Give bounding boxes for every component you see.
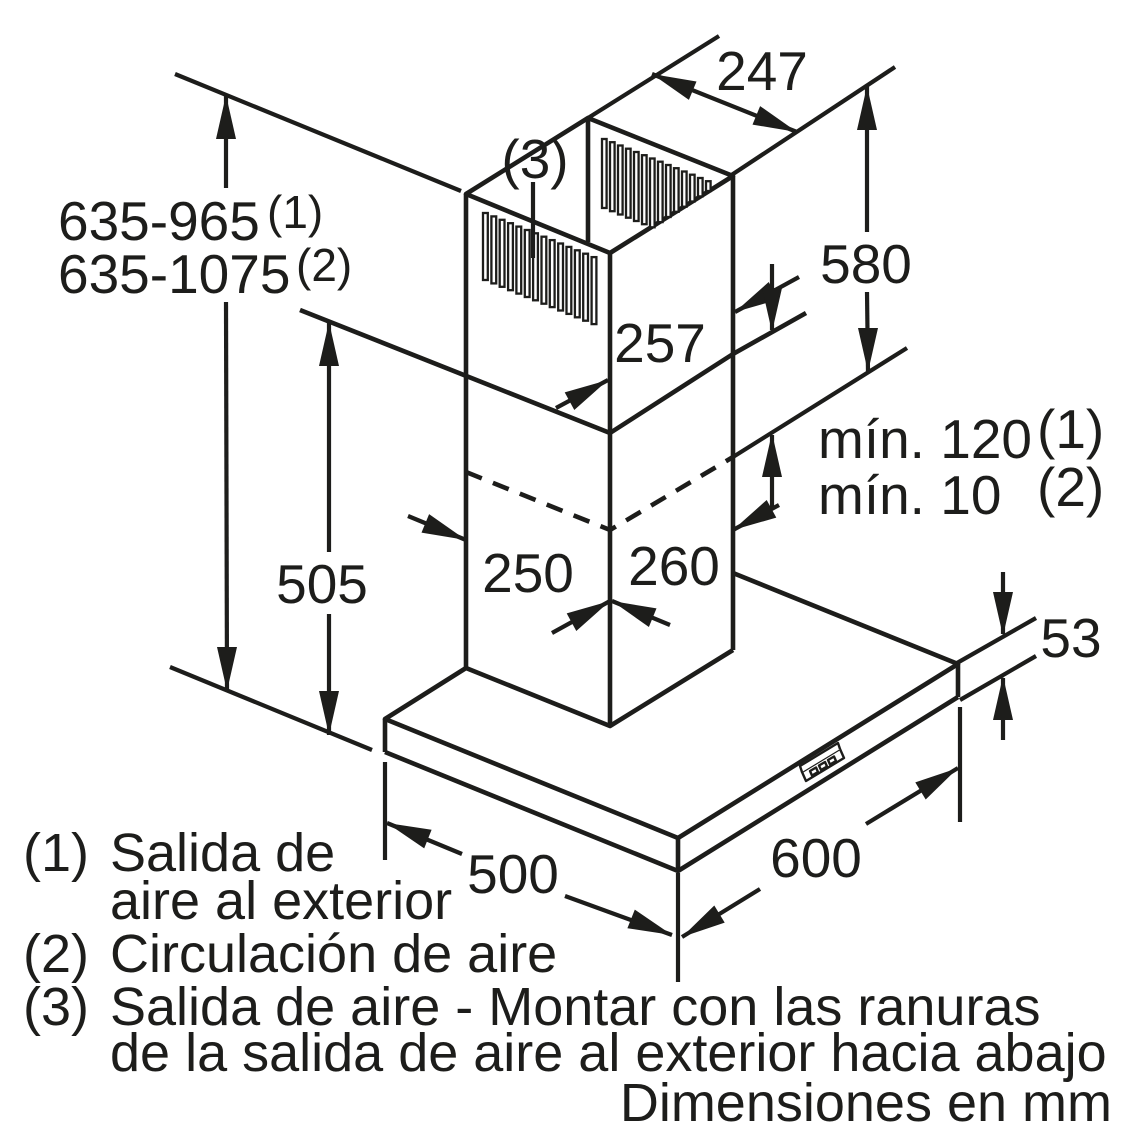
duct-height-recirc-label: 635-1075	[58, 243, 290, 305]
vent-slots-front	[481, 211, 598, 326]
legend-item1-line2: aire al exterior	[110, 871, 452, 931]
duct-top-depth-label: 247	[716, 40, 808, 102]
min-overlap-air-out-label: mín. 120	[818, 408, 1032, 470]
canopy-box	[382, 570, 961, 874]
air-outlet-callout: (3)	[501, 128, 568, 190]
ext-247-back	[586, 34, 721, 120]
dim-lower-duct-depth: 250	[407, 514, 671, 627]
canopy-width-label: 600	[770, 827, 862, 889]
dim-canopy-width: 600	[680, 766, 960, 939]
duct-height-air-out-ref: (1)	[267, 186, 323, 238]
lower-duct-depth-label: 250	[482, 542, 574, 604]
dim-canopy-depth: 500	[386, 821, 673, 937]
extension-lines	[169, 34, 1038, 982]
canopy-bottom-edges	[384, 695, 960, 874]
dim-lower-duct-height: 505	[276, 322, 368, 735]
ext-canopy-bottom-left	[169, 665, 373, 752]
chimney-duct	[299, 115, 808, 729]
chimney-bottom-edges	[465, 648, 735, 729]
air-outlet-ref-label: (3)	[501, 128, 568, 190]
control-panel	[798, 741, 846, 783]
dim-canopy-height: 53	[993, 572, 1102, 740]
legend-item3-ref: (3)	[23, 977, 89, 1037]
legend: (1) Salida de aire al exterior (2) Circu…	[23, 823, 1112, 1133]
upper-duct-height-label: 580	[820, 233, 912, 295]
dim-min-overlap: mín. 120 (1) mín. 10 (2)	[762, 264, 1104, 526]
ext-247-right	[728, 65, 897, 178]
duct-height-recirc-ref: (2)	[296, 239, 352, 291]
duct-height-air-out-label: 635-965	[58, 190, 260, 252]
dim-upper-duct-height: 580	[820, 86, 912, 373]
legend-item3-line1: Salida de aire - Montar con las ranuras	[110, 977, 1040, 1037]
dim-duct-top-depth: 247	[651, 40, 808, 134]
min-overlap-recirc-label: mín. 10	[818, 464, 1001, 526]
legend-item3-line2: de la salida de aire al exterior hacia a…	[110, 1023, 1107, 1083]
ext-53-top	[955, 616, 1038, 665]
vent-slots-back	[600, 137, 712, 229]
legend-item2-ref: (2)	[23, 924, 89, 984]
ext-chimney-top-left	[174, 72, 462, 193]
canopy-top-edges	[382, 570, 961, 841]
lower-duct-width-label: 260	[628, 535, 720, 597]
min-overlap-air-out-ref: (1)	[1037, 398, 1104, 460]
min-overlap-recirc-ref: (2)	[1037, 456, 1104, 518]
legend-item1-line1: Salida de	[110, 823, 335, 883]
canopy-depth-label: 500	[467, 843, 559, 905]
canopy-height-label: 53	[1040, 607, 1101, 669]
legend-item2-line1: Circulación de aire	[110, 924, 557, 984]
ext-53-bottom	[958, 654, 1038, 702]
ext-overlap-right	[731, 346, 909, 459]
chimney-joint-line	[299, 307, 808, 436]
upper-duct-width-label: 257	[614, 312, 706, 374]
chimney-overlap-dashed-line	[465, 455, 735, 533]
dim-lower-duct-width: 260	[550, 500, 781, 635]
dim-duct-height: 635-965 (1) 635-1075 (2)	[58, 95, 352, 692]
legend-item1-ref: (1)	[23, 823, 89, 883]
units-note: Dimensiones en mm	[620, 1073, 1112, 1133]
lower-duct-height-label: 505	[276, 553, 368, 615]
